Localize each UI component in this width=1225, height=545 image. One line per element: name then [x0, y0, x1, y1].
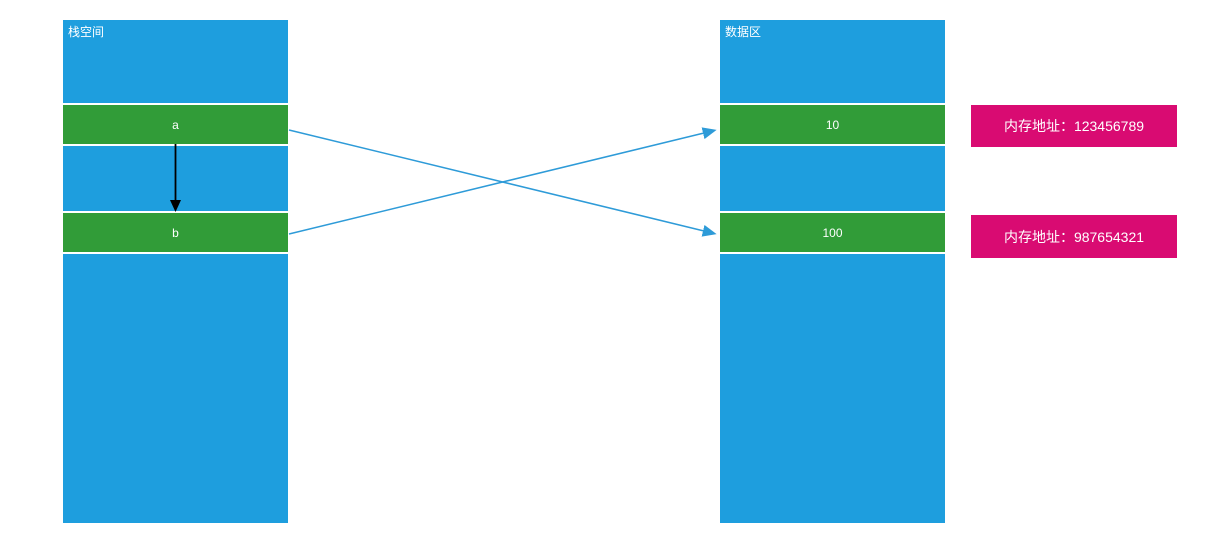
address-box-123456789: 内存地址：123456789: [971, 105, 1177, 147]
stack-middle-segment: [63, 146, 288, 211]
data-cell-100-label: 100: [822, 225, 843, 240]
stack-cell-a: a: [63, 105, 288, 144]
arrow-a-to-100: [288, 129, 717, 237]
address-label-2: 内存地址：987654321: [1003, 228, 1145, 245]
data-cell-10-label: 10: [825, 117, 840, 132]
data-cell-100: 100: [720, 213, 945, 252]
stack-cell-a-label: a: [172, 117, 179, 132]
stack-cell-b: b: [63, 213, 288, 252]
stack-cell-b-label: b: [172, 225, 179, 240]
data-middle-segment: [720, 146, 945, 211]
arrow-b-to-10: [288, 127, 717, 235]
data-cell-10: 10: [720, 105, 945, 144]
data-top-segment: 数据区: [720, 20, 945, 103]
data-bottom-segment: [720, 254, 945, 523]
data-column: 数据区 10 100: [720, 20, 945, 523]
address-box-987654321: 内存地址：987654321: [971, 215, 1177, 258]
stack-column: 栈空间 a b: [63, 20, 288, 523]
stack-top-segment: 栈空间: [63, 20, 288, 103]
stack-column-title: 栈空间: [68, 25, 105, 39]
data-column-title: 数据区: [725, 25, 762, 39]
address-label-1: 内存地址：123456789: [1003, 118, 1145, 134]
stack-bottom-segment: [63, 254, 288, 523]
